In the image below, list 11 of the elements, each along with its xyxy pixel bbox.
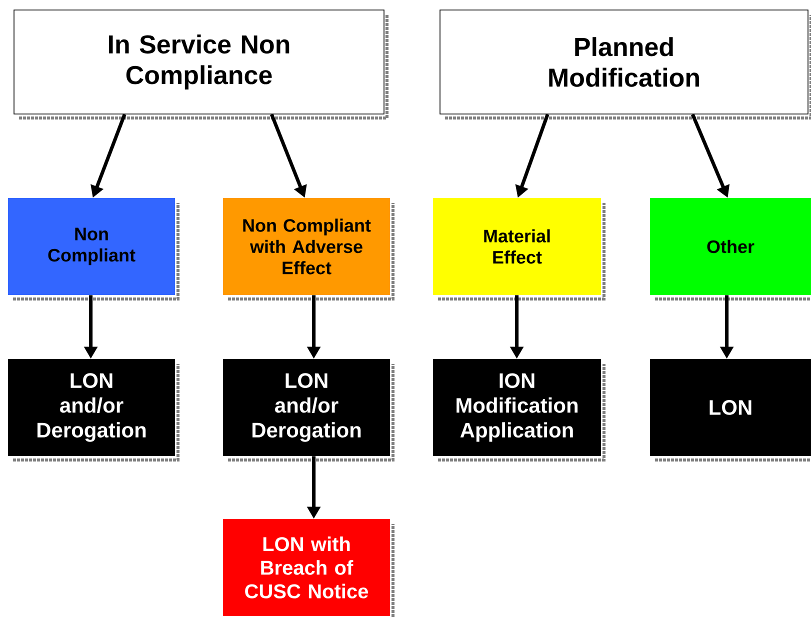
category-box: Material Effect bbox=[433, 198, 606, 300]
category-box: Non Compliant with Adverse Effect bbox=[223, 198, 394, 300]
outcome-box: LON and/or Derogation bbox=[8, 359, 180, 462]
outcome-box: ION Modification Application bbox=[433, 359, 606, 462]
heading-box: In Service Non Compliance bbox=[14, 10, 388, 120]
notice-box: LON with Breach of CUSC Notice bbox=[223, 518, 394, 618]
outcome-box: LON bbox=[650, 359, 811, 462]
outcome-box: LON and/or Derogation bbox=[223, 359, 394, 462]
category-box: Non Compliant bbox=[8, 198, 180, 300]
heading-box: Planned Modification bbox=[440, 10, 811, 120]
category-box: Other bbox=[650, 198, 811, 300]
